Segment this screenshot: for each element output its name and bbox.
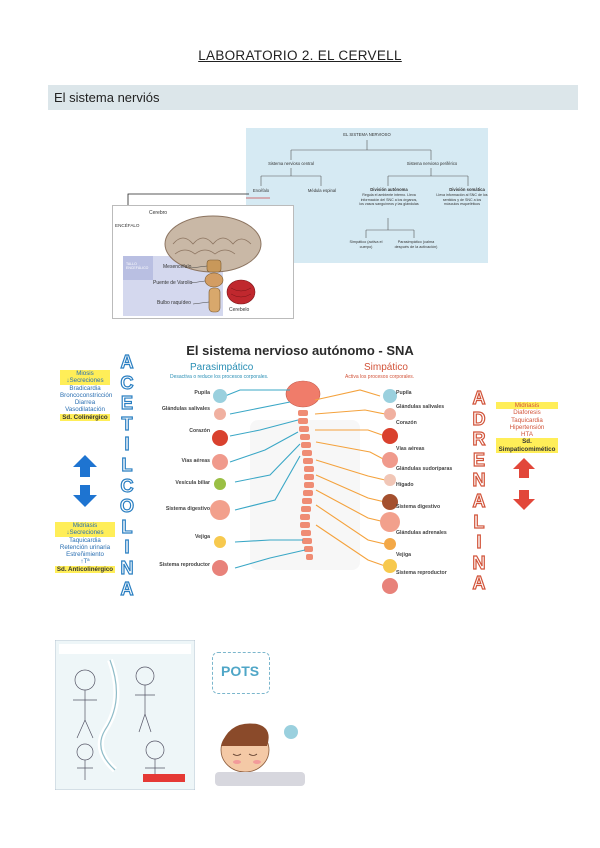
sim-item: Sistema reproductor bbox=[396, 570, 447, 576]
brain-encefalo: ENCÉFALO bbox=[115, 223, 140, 228]
sim-item: Glándulas adrenales bbox=[396, 530, 447, 536]
section-heading: El sistema nerviós bbox=[54, 90, 160, 105]
diagram-central: Sistema nervioso central bbox=[268, 161, 314, 166]
sleeping-person-illustration bbox=[215, 723, 305, 786]
section-heading-bar: El sistema nerviós bbox=[48, 85, 578, 110]
para-item: Glándulas salivales bbox=[161, 406, 210, 412]
blue-arrows-icon bbox=[73, 455, 97, 507]
para-item: Sistema digestivo bbox=[165, 506, 210, 512]
para-item: Sistema reproductor bbox=[159, 562, 210, 568]
brain-puente: Puente de Varolio bbox=[153, 280, 193, 286]
diagram-somatic-desc: Lleva información al SNC de los sentidos… bbox=[436, 193, 488, 206]
red-arrows-icon bbox=[513, 458, 535, 510]
diagram-autonomic: División autónoma bbox=[370, 187, 408, 192]
sim-item: Hígado bbox=[396, 482, 414, 488]
page-title: LABORATORIO 2. EL CERVELL bbox=[198, 48, 402, 63]
diagram-autonomic-desc: Regula el ambiente interno. Lleva inform… bbox=[359, 193, 419, 206]
sim-item: Pupila bbox=[396, 390, 412, 396]
adrenalina-word: A D R E N A L I N A bbox=[472, 387, 486, 594]
diagram-spinal: Médula espinal bbox=[307, 188, 337, 193]
acetilcolina-word: A C E T I L C O L I N A bbox=[118, 351, 136, 600]
para-item: Vías aéreas bbox=[181, 458, 210, 464]
diagram-sympathetic: Simpático (activa el cuerpo) bbox=[349, 240, 383, 249]
diagram-root: EL SISTEMA NERVIOSO bbox=[343, 132, 391, 137]
sna-para-sub: Desactiva o reduce los procesos corporal… bbox=[170, 374, 269, 380]
brain-illustration: ENCÉFALO Cerebro TALLO ENCEFÁLICO Mesenc… bbox=[112, 205, 294, 319]
brain-drawing bbox=[123, 215, 262, 316]
sim-item: Corazón bbox=[396, 420, 417, 426]
diagram-encephalon: Encéfalo bbox=[252, 188, 270, 193]
sna-sim-sub: Activa los procesos corporales. bbox=[345, 374, 415, 380]
sna-para-title: Parasimpático bbox=[190, 362, 254, 373]
para-item: Corazón bbox=[189, 428, 210, 434]
sim-item: Glándulas salivales bbox=[396, 404, 445, 410]
sna-title: El sistema nervioso autónomo - SNA bbox=[186, 343, 414, 358]
diagram-peripheral: Sistema nervioso periférico bbox=[406, 161, 458, 166]
sim-item: Vías aéreas bbox=[396, 446, 425, 452]
para-item: Vejiga bbox=[195, 534, 210, 540]
sympathomimetic-list: Midriasis Diaforesis Taquicardia Hiperte… bbox=[496, 402, 558, 454]
brain-tallo: TALLO ENCEFÁLICO bbox=[126, 262, 149, 270]
brain-cerebro: Cerebro bbox=[149, 210, 168, 216]
sim-item: Sistema digestivo bbox=[396, 504, 441, 510]
brain-mesencefalo: Mesencéfalo bbox=[163, 264, 192, 270]
cholinergic-list: Miosis ↓Secreciones Bradicardia Broncoco… bbox=[60, 370, 113, 422]
spine-illustration bbox=[210, 380, 400, 594]
pots-label: POTS bbox=[221, 663, 260, 679]
anticholinergic-list: Midriasis ↓Secreciones Taquicardia Reten… bbox=[55, 522, 115, 574]
para-item: Pupila bbox=[194, 390, 210, 396]
diagram-somatic: División somática bbox=[449, 187, 485, 192]
pots-comic-illustration bbox=[55, 640, 195, 790]
sna-sim-title: Simpático bbox=[364, 362, 408, 373]
brain-bulbo: Bulbo raquídeo bbox=[157, 300, 191, 306]
para-item: Vesícula biliar bbox=[175, 480, 210, 486]
pots-badge: POTS bbox=[212, 652, 270, 694]
sim-item: Vejiga bbox=[396, 552, 411, 558]
sim-item: Glándulas sudoríparas bbox=[396, 466, 453, 472]
brain-cerebelo: Cerebelo bbox=[229, 307, 250, 313]
diagram-parasympathetic: Parasimpático (calma después de la activ… bbox=[394, 240, 438, 249]
diagram-lines bbox=[246, 140, 469, 238]
